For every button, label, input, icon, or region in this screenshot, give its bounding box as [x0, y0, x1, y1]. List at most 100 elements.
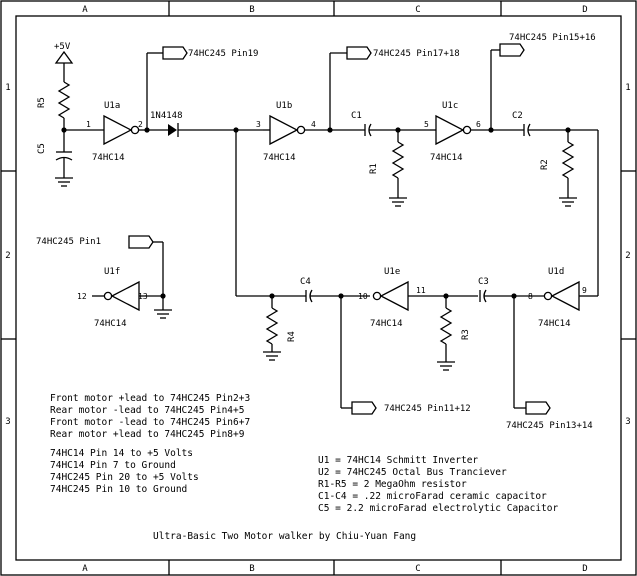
- parts-list-item: U1 = 74HC14 Schmitt Inverter: [318, 455, 478, 466]
- u1e-pin-out: 11: [416, 286, 426, 295]
- port-pin13-14-label: 74HC245 Pin13+14: [506, 421, 593, 431]
- resistor-r1: R1: [369, 130, 407, 207]
- u1a-pin-in: 1: [86, 120, 91, 129]
- u1d-label: U1d: [548, 267, 564, 277]
- port-pin15-16-label: 74HC245 Pin15+16: [509, 33, 596, 43]
- ground-symbol: [55, 177, 73, 187]
- col-label-bottom-b: B: [249, 564, 254, 574]
- port-pin15-16: 74HC245 Pin15+16: [499, 33, 596, 57]
- r2-label: R2: [540, 159, 550, 170]
- row-label-left-1: 1: [5, 83, 10, 93]
- u1f-part: 74HC14: [94, 319, 127, 329]
- resistor-r4: R4: [263, 296, 297, 361]
- c4-label: C4: [300, 277, 311, 287]
- u1e-part: 74HC14: [370, 319, 403, 329]
- inverter-u1b: U1b 74HC14 3 4: [256, 101, 330, 163]
- port-pin11-12: 74HC245 Pin11+12: [351, 401, 471, 415]
- vcc-symbol: +5V: [54, 42, 74, 82]
- c5-label: C5: [37, 143, 47, 154]
- motor-note: Front motor -lead to 74HC245 Pin6+7: [50, 417, 250, 428]
- u1f-label: U1f: [104, 267, 120, 277]
- power-note: 74HC14 Pin 14 to +5 Volts: [50, 448, 193, 459]
- port-pin17-18: 74HC245 Pin17+18: [346, 46, 460, 60]
- motor-note: Rear motor -lead to 74HC245 Pin4+5: [50, 405, 244, 416]
- parts-list-item: U2 = 74HC245 Octal Bus Tranciever: [318, 467, 507, 478]
- inverter-u1f: U1f 74HC14 12 13: [77, 267, 163, 329]
- u1c-pin-out: 6: [476, 120, 481, 129]
- u1e-pin-in: 10: [358, 292, 368, 301]
- u1b-pin-out: 4: [311, 120, 316, 129]
- u1c-part: 74HC14: [430, 153, 463, 163]
- c1-label: C1: [351, 111, 362, 121]
- motor-note: Front motor +lead to 74HC245 Pin2+3: [50, 393, 250, 404]
- u1a-pin-out: 2: [138, 120, 143, 129]
- r4-label: R4: [287, 331, 297, 342]
- c2-label: C2: [512, 111, 523, 121]
- u1d-pin-out: 9: [582, 286, 587, 295]
- col-label-top-d: D: [582, 5, 587, 15]
- diode-1n4148: 1N4148: [150, 111, 183, 137]
- col-label-bottom-c: C: [415, 564, 420, 574]
- resistor-r3: R3: [437, 296, 471, 371]
- power-notes: 74HC14 Pin 14 to +5 Volts 74HC14 Pin 7 t…: [50, 448, 199, 495]
- port-pin13-14: 74HC245 Pin13+14: [506, 401, 593, 431]
- power-note: 74HC245 Pin 20 to +5 Volts: [50, 472, 199, 483]
- col-label-top-b: B: [249, 5, 254, 15]
- capacitor-c4: C4: [300, 277, 313, 303]
- port-pin1: 74HC245 Pin1: [36, 235, 154, 249]
- u1c-pin-in: 5: [424, 120, 429, 129]
- r3-label: R3: [461, 329, 471, 340]
- capacitor-c2: C2: [512, 111, 531, 137]
- u1b-part: 74HC14: [263, 153, 296, 163]
- capacitor-c3: C3: [478, 277, 489, 303]
- u1a-label: U1a: [104, 101, 120, 111]
- diode-label: 1N4148: [150, 111, 183, 121]
- u1e-label: U1e: [384, 267, 400, 277]
- port-pin17-18-label: 74HC245 Pin17+18: [373, 49, 460, 59]
- row-label-right-2: 2: [625, 251, 630, 261]
- inverter-u1c: U1c 74HC14 5 6: [424, 101, 491, 163]
- u1c-label: U1c: [442, 101, 458, 111]
- col-label-top-c: C: [415, 5, 420, 15]
- row-label-right-1: 1: [625, 83, 630, 93]
- inverter-u1a: U1a 74HC14 1 2: [86, 101, 147, 163]
- capacitor-c1: C1: [351, 111, 372, 137]
- motor-note: Rear motor +lead to 74HC245 Pin8+9: [50, 429, 245, 440]
- port-pin19: 74HC245 Pin19: [162, 46, 258, 60]
- col-label-top-a: A: [82, 5, 88, 15]
- col-label-bottom-d: D: [582, 564, 587, 574]
- inverter-u1d: U1d 74HC14 8 9: [528, 267, 587, 329]
- u1d-part: 74HC14: [538, 319, 571, 329]
- power-note: 74HC14 Pin 7 to Ground: [50, 460, 176, 471]
- u1f-pin-in: 12: [77, 292, 87, 301]
- frame-labels: A B C D A B C D 1 2 3 1 2 3: [5, 5, 630, 574]
- row-label-right-3: 3: [625, 417, 630, 427]
- parts-list-item: C5 = 2.2 microFarad electrolytic Capacit…: [318, 503, 558, 514]
- inverter-u1e: U1e 74HC14 10 11: [358, 267, 478, 329]
- r1-label: R1: [369, 163, 379, 174]
- row-label-left-3: 3: [5, 417, 10, 427]
- port-pin11-12-label: 74HC245 Pin11+12: [384, 404, 471, 414]
- port-pin1-label: 74HC245 Pin1: [36, 237, 101, 247]
- col-label-bottom-a: A: [82, 564, 88, 574]
- u1f-pin-out: 13: [138, 292, 148, 301]
- u1d-pin-in: 8: [528, 292, 533, 301]
- u1b-pin-in: 3: [256, 120, 261, 129]
- parts-list: U1 = 74HC14 Schmitt Inverter U2 = 74HC24…: [318, 455, 558, 514]
- parts-list-item: R1-R5 = 2 MegaOhm resistor: [318, 479, 467, 490]
- resistor-r2: R2: [540, 130, 577, 207]
- u1b-label: U1b: [276, 101, 292, 111]
- c3-label: C3: [478, 277, 489, 287]
- r5-label: R5: [37, 97, 47, 108]
- drawing-title: Ultra-Basic Two Motor walker by Chiu-Yua…: [153, 531, 416, 542]
- row-label-left-2: 2: [5, 251, 10, 261]
- capacitor-c5: C5: [37, 130, 73, 178]
- power-note: 74HC245 Pin 10 to Ground: [50, 484, 187, 495]
- resistor-r5: R5: [37, 81, 71, 130]
- parts-list-item: C1-C4 = .22 microFarad ceramic capacitor: [318, 491, 547, 502]
- port-pin19-label: 74HC245 Pin19: [188, 49, 258, 59]
- u1a-part: 74HC14: [92, 153, 125, 163]
- vcc-label: +5V: [54, 42, 71, 52]
